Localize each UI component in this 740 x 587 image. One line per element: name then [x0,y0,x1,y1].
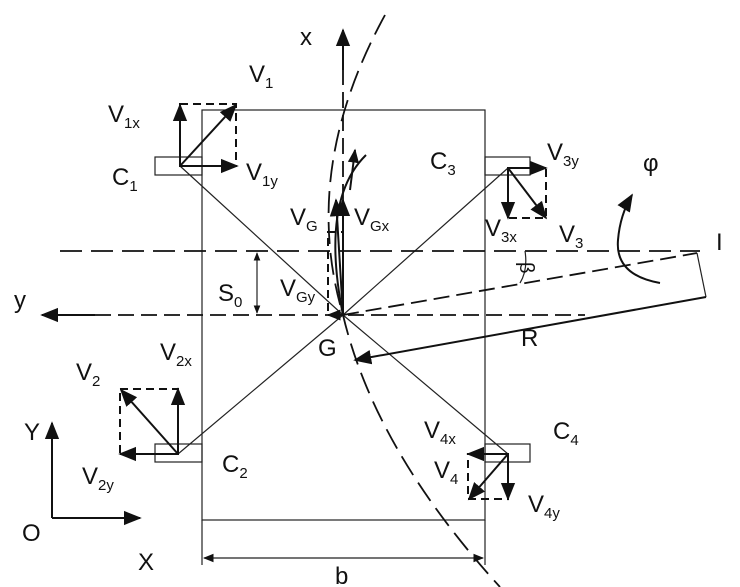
origin-label: O [22,520,41,547]
c4-label: C4 [553,418,579,449]
vgy-label: VGy [280,275,316,306]
phi-label: φ [643,150,659,177]
trajectory-arrow [347,148,359,191]
turning-arc [327,14,501,587]
center-g-label: G [318,335,337,362]
vgx-label: VGx [354,204,390,235]
v4-vector [467,453,509,501]
diagonal-c4-g [342,314,509,455]
c3-label: C3 [430,148,456,179]
v2-component-box [119,388,179,455]
radius-end-line [696,252,707,298]
phi-rotation-arc [616,193,661,284]
c2-label: C2 [222,451,248,482]
v3x-label: V3x [485,215,517,246]
v1y-label: V1y [246,159,278,190]
diagonal-c1-g [179,165,344,316]
global-y-label: Y [24,419,40,446]
radius-upper-dashed [342,252,698,316]
radius-label: R [521,325,538,352]
v2x-label: V2x [160,339,192,370]
v3-vector [507,167,548,220]
diagonal-c3-g [342,167,509,316]
v2-label: V2 [76,359,100,390]
c1-label: C1 [112,164,138,195]
x-axis-label: x [300,24,312,51]
v1-label: V1 [249,61,273,92]
width-label: b [335,563,348,587]
vg-label: VG [290,204,318,235]
diagonal-c2-g [177,314,344,455]
beta-label: β [515,262,537,274]
v4x-label: V4x [424,417,456,448]
v4-label: V4 [434,457,458,488]
beta-angle-arc [519,250,527,284]
v2y-label: V2y [82,463,114,494]
radius-arrow [353,296,707,365]
v4y-label: V4y [528,491,560,522]
s0-label: S0 [218,280,242,311]
y-axis-label: y [14,287,26,314]
v3y-label: V3y [547,139,579,170]
instant-center-label: I [716,229,723,256]
global-x-label: X [138,549,154,576]
vg-vector [329,198,345,316]
v1-vector [179,103,238,167]
v2-vector [119,388,179,455]
v1x-label: V1x [108,101,140,132]
v3-label: V3 [559,221,583,252]
